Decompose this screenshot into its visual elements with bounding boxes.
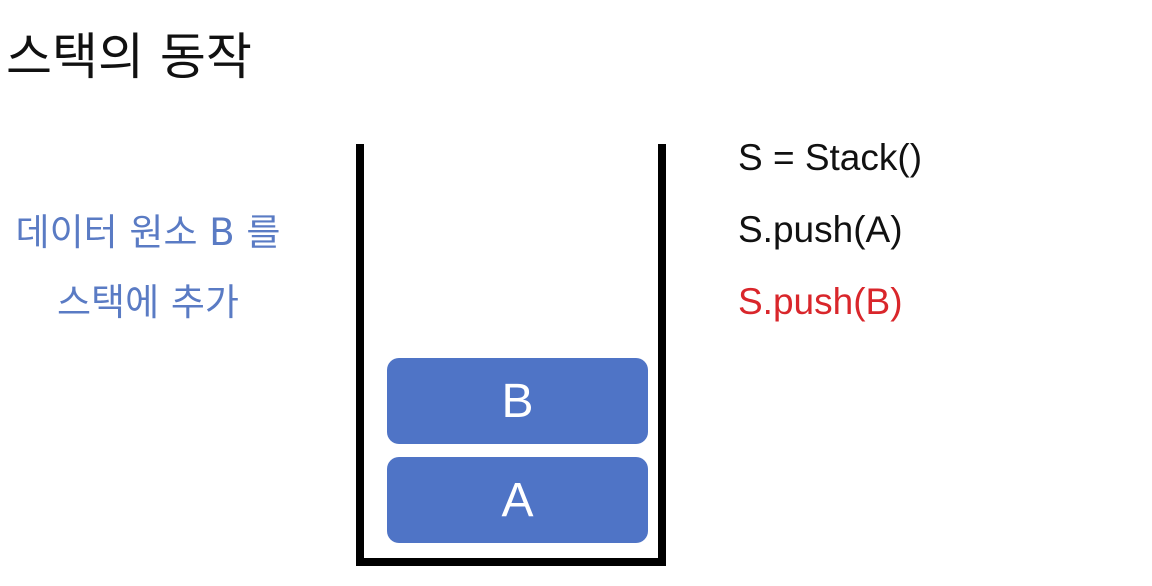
code-line-push-b: S.push(B) <box>738 281 903 322</box>
description-line-1: 데이터 원소 B 를 <box>15 211 281 254</box>
code-line-push-a: S.push(A) <box>738 209 903 250</box>
description: 데이터 원소 B 를 스택에 추가 <box>0 198 296 338</box>
stack-item-b: B <box>387 358 648 444</box>
code-block: S = Stack() S.push(A) S.push(B) <box>738 122 922 338</box>
code-line-stack-init: S = Stack() <box>738 137 923 178</box>
page-title: 스택의 동작 <box>6 28 252 86</box>
stack-item-a: A <box>387 457 648 543</box>
description-line-2: 스택에 추가 <box>57 281 239 324</box>
stack-container: B A <box>356 144 666 566</box>
